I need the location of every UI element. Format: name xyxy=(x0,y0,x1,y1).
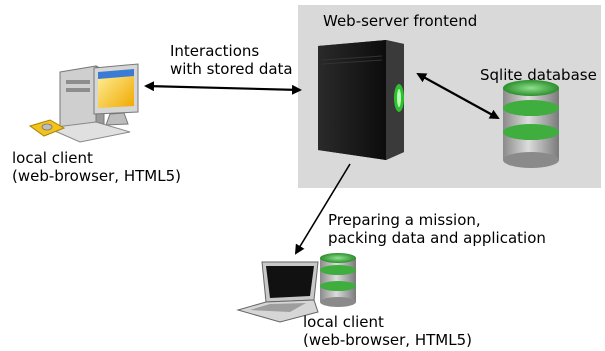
server-laptop-arrow xyxy=(294,163,351,255)
desktop-client-line-2: (web-browser, HTML5) xyxy=(12,167,181,185)
server-laptop-link-line-2: packing data and application xyxy=(328,229,546,247)
desktop-client-line-1: local client xyxy=(12,149,93,167)
server-laptop-link-label: Preparing a mission, packing data and ap… xyxy=(328,211,546,247)
server-tower-icon xyxy=(318,40,404,160)
laptop-client-line-2: (web-browser, HTML5) xyxy=(303,331,472,349)
small-database-icon xyxy=(320,253,356,307)
server-laptop-link-line-1: Preparing a mission, xyxy=(328,211,481,229)
database-title: Sqlite database xyxy=(480,66,597,84)
desktop-computer-icon xyxy=(28,63,139,143)
server-database-arrow xyxy=(416,73,500,119)
laptop-client-line-1: local client xyxy=(303,313,384,331)
laptop-icon xyxy=(236,261,319,323)
client-server-link-line-2: with stored data xyxy=(170,60,293,78)
desktop-client-label: local client (web-browser, HTML5) xyxy=(12,149,181,185)
server-title: Web-server frontend xyxy=(323,12,478,30)
client-server-link-line-1: Interactions xyxy=(170,42,260,60)
database-stack-icon xyxy=(503,80,559,168)
laptop-client-label: local client (web-browser, HTML5) xyxy=(303,313,472,349)
client-server-arrow xyxy=(144,81,302,95)
client-server-link-label: Interactions with stored data xyxy=(170,42,293,78)
